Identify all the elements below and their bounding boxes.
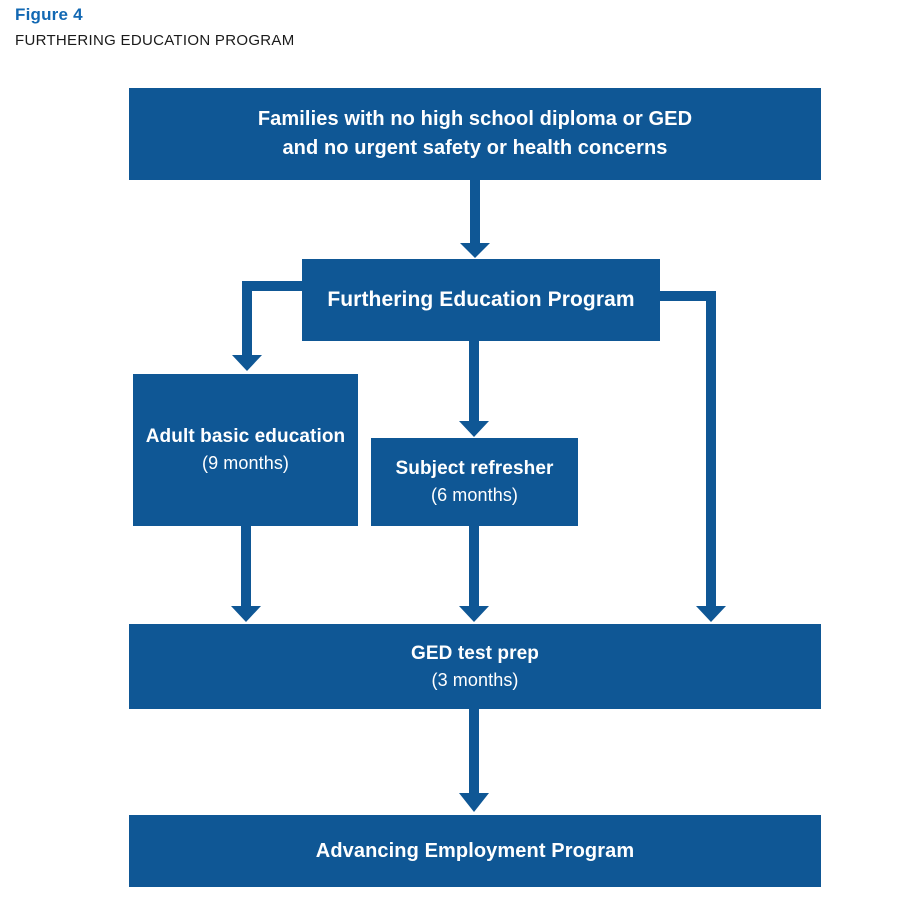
node-subject-refresher: Subject refresher (6 months) — [371, 438, 578, 526]
node-adult-basic-title: Adult basic education — [145, 426, 346, 447]
node-adult-basic-duration: (9 months) — [201, 453, 290, 473]
edge-adult-basic-to-ged-prep — [231, 526, 261, 622]
node-advancing-title: Advancing Employment Program — [315, 840, 635, 862]
figure-number: Figure 4 — [15, 5, 83, 24]
edge-ged-prep-to-advancing — [459, 709, 489, 812]
edge-fep-to-subject-refresher — [459, 341, 489, 437]
edge-fep-to-ged-prep — [660, 291, 726, 622]
node-advancing-employment-program: Advancing Employment Program — [129, 815, 821, 887]
figure-header: Figure 4 FURTHERING EDUCATION PROGRAM — [15, 4, 715, 52]
node-adult-basic-education: Adult basic education (9 months) — [133, 374, 358, 526]
node-families-title: Families with no high school diploma or … — [257, 108, 693, 159]
node-subject-refresher-title: Subject refresher — [395, 458, 554, 479]
node-ged-test-prep-title: GED test prep — [411, 642, 539, 664]
node-families: Families with no high school diploma or … — [129, 88, 821, 180]
page-title: FURTHERING EDUCATION PROGRAM — [15, 32, 295, 49]
node-fep-title: Furthering Education Program — [327, 288, 635, 311]
edge-families-to-fep — [460, 180, 490, 258]
node-ged-test-prep-duration: (3 months) — [431, 669, 519, 690]
edge-fep-to-adult-basic — [232, 281, 302, 371]
node-furthering-education-program: Furthering Education Program — [302, 259, 660, 341]
node-ged-test-prep: GED test prep (3 months) — [129, 624, 821, 709]
edge-subject-refresher-to-ged-prep — [459, 526, 489, 622]
node-subject-refresher-duration: (6 months) — [430, 485, 519, 505]
